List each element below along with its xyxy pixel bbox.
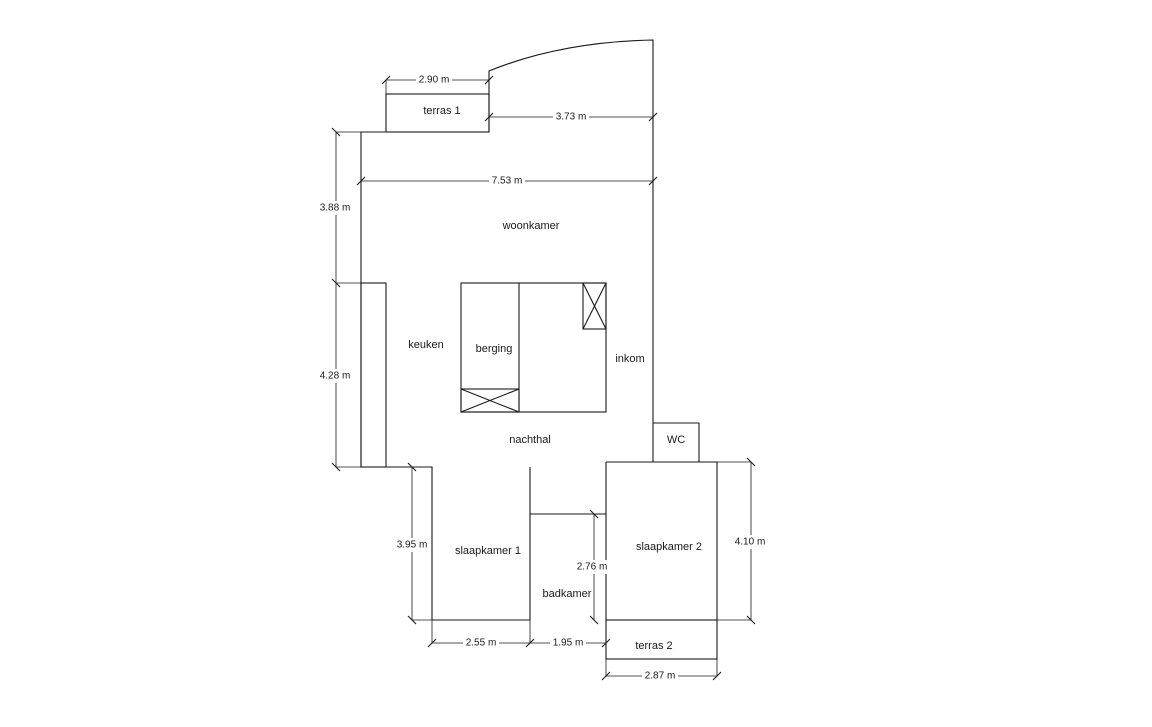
dim-label-living-width: 7.53 m <box>492 176 523 187</box>
dim-label-terras-2-width: 2.87 m <box>645 671 676 682</box>
kitchen-counter <box>360 282 387 468</box>
dim-label-kitchen-depth: 4.28 m <box>320 371 351 382</box>
room-label-wc: WC <box>667 434 685 446</box>
room-labels: terras 1 woonkamer keuken berging inkom … <box>408 105 702 652</box>
shaft-bottom-cross-b <box>460 388 520 413</box>
shaft-bottom <box>460 388 520 413</box>
dimension-labels: 2.90 m 3.73 m 7.53 m 3.88 m 4.28 m 3.95 … <box>316 73 769 682</box>
dim-label-bedroom-1-width: 2.55 m <box>466 638 497 649</box>
room-label-berging: berging <box>476 343 513 355</box>
room-label-slaapkamer-2: slaapkamer 2 <box>636 541 702 553</box>
room-label-woonkamer: woonkamer <box>502 220 560 232</box>
dim-label-bedroom-2-depth: 4.10 m <box>735 537 766 548</box>
outer-wall <box>360 39 718 621</box>
shaft-top-cross-b <box>582 282 607 330</box>
room-label-keuken: keuken <box>408 339 443 351</box>
dim-label-bedroom-1-depth: 3.95 m <box>397 540 428 551</box>
room-label-terras-2: terras 2 <box>635 640 672 652</box>
room-label-badkamer: badkamer <box>543 588 592 600</box>
dim-label-bathroom-width: 1.95 m <box>553 638 584 649</box>
room-label-slaapkamer-1: slaapkamer 1 <box>455 545 521 557</box>
terras-1-outline <box>385 93 490 133</box>
central-core-outline <box>460 282 607 413</box>
room-label-terras-1: terras 1 <box>423 105 460 117</box>
dim-label-living-depth: 3.88 m <box>320 203 351 214</box>
shaft-top <box>582 282 607 330</box>
walls <box>360 39 718 660</box>
dim-label-bathroom-depth: 2.76 m <box>577 562 608 573</box>
dim-label-top-right-width: 3.73 m <box>556 112 587 123</box>
room-label-inkom: inkom <box>615 353 644 365</box>
dim-label-terras-1-width: 2.90 m <box>419 75 450 86</box>
room-label-nachthal: nachthal <box>509 434 551 446</box>
